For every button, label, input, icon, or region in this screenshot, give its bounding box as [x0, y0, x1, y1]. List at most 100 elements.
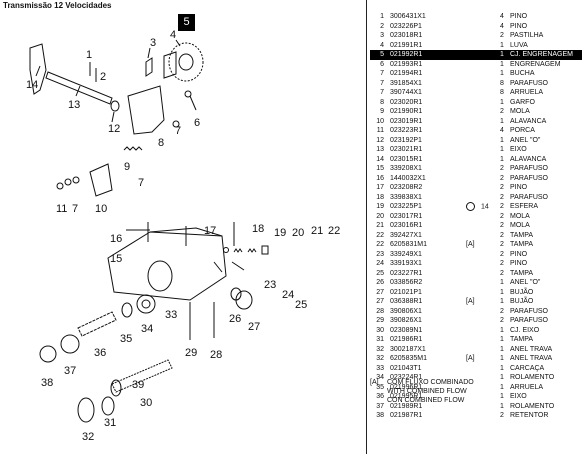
- part-housing-bore: [147, 260, 173, 292]
- part-desc: ANEL "O": [510, 136, 541, 144]
- part-qty: 1: [500, 345, 504, 353]
- diagram-label: 1: [86, 49, 92, 61]
- part-desc: PARAFUSO: [510, 79, 548, 87]
- part-washer: [184, 90, 192, 98]
- part-number: 3: [380, 32, 384, 39]
- part-qty: 4: [500, 22, 504, 30]
- part-number: 21: [376, 222, 384, 229]
- part-pin: [231, 261, 245, 271]
- part-housing-top: [149, 227, 223, 237]
- part-lever: [89, 163, 113, 197]
- part-desc: ARRUELA: [510, 89, 544, 96]
- part-qty: 2: [500, 212, 504, 220]
- part-desc: PARAFUSO: [510, 193, 548, 201]
- part-qty: 2: [500, 203, 504, 210]
- diagram-label: 15: [110, 253, 122, 265]
- part-desc: ANEL TRAVA: [510, 345, 553, 353]
- part-number: 37: [376, 402, 384, 410]
- part-desc: CJ. ENGRENAGEM: [510, 51, 574, 58]
- part-code: 1440032X1: [390, 174, 426, 182]
- part-qty: 2: [500, 193, 504, 201]
- part-qty: 1: [500, 288, 504, 296]
- part-desc: BUJÃO: [510, 298, 534, 305]
- diagram-label: 11: [56, 203, 67, 215]
- part-desc: ROLAMENTO: [510, 402, 555, 410]
- part-bolt: [189, 95, 197, 111]
- part-number: 36: [376, 393, 384, 400]
- part-pad: [145, 57, 153, 77]
- part-qty: 4: [500, 13, 504, 20]
- part-code: 021996R1: [390, 383, 423, 391]
- part-desc: EIXO: [510, 146, 527, 153]
- part-qty: 1: [500, 336, 504, 343]
- part-number: 10: [376, 117, 384, 125]
- diagram-label: 28: [210, 349, 222, 361]
- part-qty: 1: [500, 374, 504, 381]
- part-code: 391854X1: [390, 79, 422, 87]
- part-number: 14: [376, 155, 384, 163]
- diagram-label: 37: [64, 365, 76, 377]
- part-desc: ALAVANCA: [510, 117, 547, 125]
- diagram-label: 18: [252, 223, 264, 235]
- part-qty: 1: [500, 117, 504, 125]
- part-code: 339208X1: [390, 165, 422, 172]
- diagram-label: 31: [104, 417, 116, 429]
- part-desc: PINO: [510, 22, 528, 30]
- diagram-label: 26: [229, 313, 241, 325]
- footnote-line: COM FLUXO COMBINADO: [387, 379, 474, 386]
- part-qty: 2: [500, 32, 504, 39]
- part-number: 2: [380, 22, 384, 30]
- footnote-line: WITH COMBINED FLOW: [387, 388, 467, 395]
- part-code: 392427X1: [390, 231, 422, 239]
- part-qty: 2: [500, 317, 504, 324]
- diagram-label: 6: [194, 117, 200, 129]
- part-number: 7: [380, 79, 384, 87]
- part-qty: 1: [500, 383, 504, 391]
- part-qty: 2: [500, 174, 504, 182]
- part-desc: BUCHA: [510, 70, 535, 77]
- part-number: 17: [376, 184, 384, 191]
- diagram-label: 9: [124, 161, 130, 173]
- part-desc: MOLA: [510, 222, 530, 229]
- part-qty: 1: [500, 41, 504, 49]
- part-number: 7: [380, 89, 384, 96]
- part-qty: 2: [500, 165, 504, 172]
- part-code: 023020R1: [390, 98, 423, 106]
- diagram-label: 39: [132, 379, 144, 391]
- part-spring: [233, 248, 243, 253]
- part-desc: PINO: [510, 250, 528, 258]
- part-qty: 2: [500, 231, 504, 239]
- footnote-mark: [A]: [370, 379, 379, 386]
- part-qty: 2: [500, 108, 504, 115]
- diagram-label: 13: [68, 99, 80, 111]
- part-code: 6205835M1: [390, 355, 427, 362]
- part-number: 15: [376, 165, 384, 172]
- part-code: 023018R1: [390, 32, 423, 39]
- part-cover: [101, 396, 115, 416]
- circle-reference: 14: [466, 202, 489, 212]
- part-plug: [235, 290, 253, 310]
- part-number: 23: [376, 250, 384, 258]
- diagram-label: 3: [150, 37, 156, 49]
- diagram-label: 33: [165, 309, 177, 321]
- part-desc: ROLAMENTO: [510, 374, 555, 381]
- part-number: 25: [376, 269, 384, 277]
- part-qty: 2: [500, 241, 504, 248]
- diagram-label: 29: [185, 347, 197, 359]
- part-number: 28: [376, 307, 384, 315]
- part-code: 021991R1: [390, 41, 423, 49]
- diagram-label: 22: [328, 225, 340, 237]
